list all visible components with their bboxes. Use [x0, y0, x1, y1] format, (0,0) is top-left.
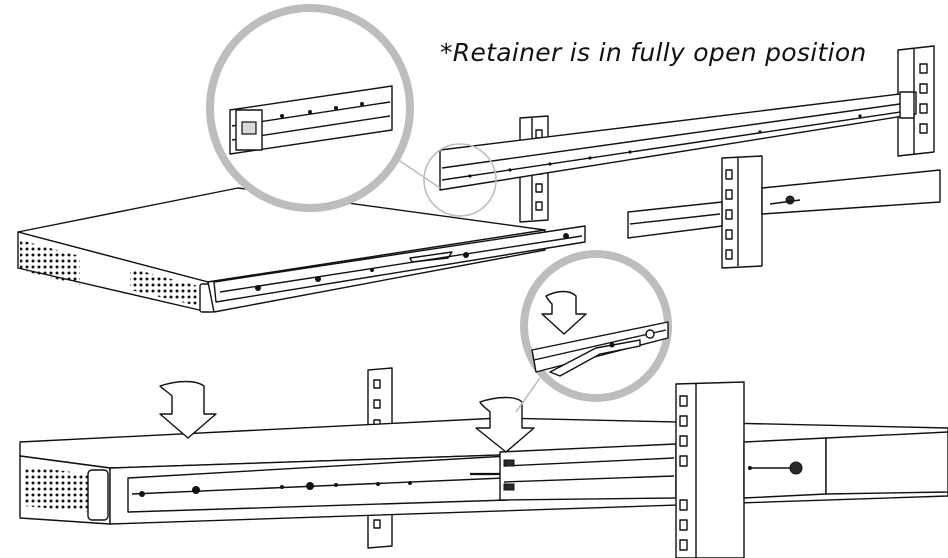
down-arrow-icon	[159, 380, 217, 439]
top-outer-rail	[439, 91, 917, 191]
bottom-magnifier-callout	[515, 250, 672, 413]
bottom-rack-post-back	[367, 367, 393, 549]
top-front-bracket-rail	[627, 169, 941, 239]
bottom-rack-post-front	[675, 381, 745, 558]
top-inner-rail	[213, 225, 586, 303]
caption: *Retainer is in fully open position	[440, 38, 867, 67]
bottom-outer-rail	[470, 443, 677, 501]
top-magnifier-callout	[206, 4, 497, 217]
down-arrow-icon	[475, 396, 535, 453]
bottom-front-bracket	[743, 431, 948, 499]
top-rack-post-front	[721, 155, 763, 269]
